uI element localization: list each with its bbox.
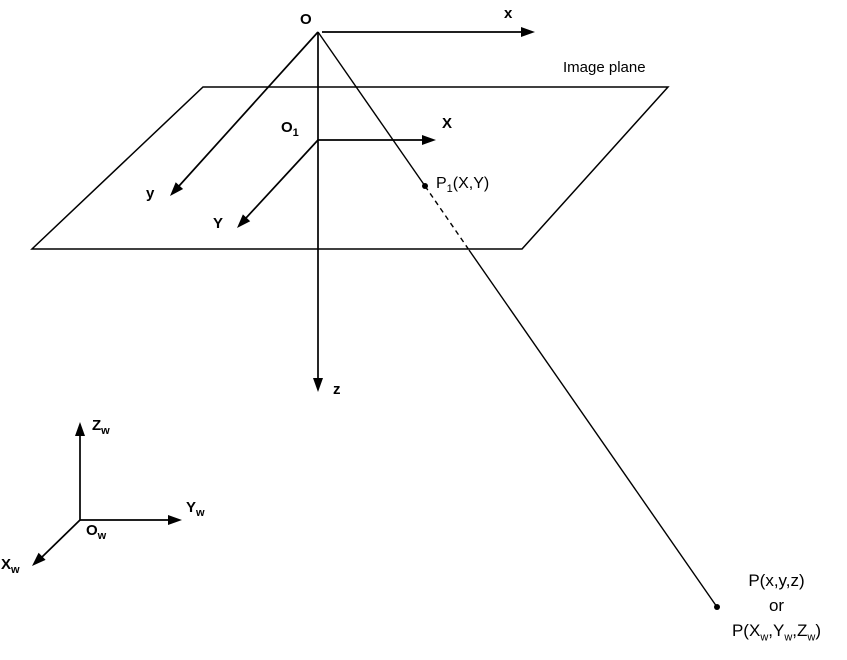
world-point-line3-p1: P(X xyxy=(731,621,761,640)
p1-label-sub: 1 xyxy=(446,183,453,196)
world-z-axis-label: Zw xyxy=(92,417,110,437)
image-x-axis-label: X xyxy=(442,115,453,132)
image-plane-origin-label: O1 xyxy=(281,119,299,139)
p1-point-label: P1(X,Y) xyxy=(436,175,490,196)
world-z-arrowhead xyxy=(75,422,85,436)
camera-z-axis-label: z xyxy=(333,381,341,398)
world-point-label: P(x,y,z) or P(Xw,Yw,Zw) xyxy=(706,568,847,643)
p1-point-marker xyxy=(422,183,428,189)
world-y-sub: w xyxy=(196,507,205,519)
world-x-arrowhead xyxy=(32,552,46,566)
world-origin-label: Ow xyxy=(86,522,107,542)
projection-ray-upper xyxy=(317,31,426,187)
image-plane-origin-main: O xyxy=(281,119,293,136)
world-y-arrowhead xyxy=(168,515,182,525)
camera-y-axis xyxy=(178,31,319,187)
world-origin-sub: w xyxy=(97,530,107,542)
projection-ray-dashed xyxy=(424,185,470,251)
image-plane-outline xyxy=(30,86,670,250)
image-y-axis xyxy=(245,139,319,219)
camera-y-axis-label: y xyxy=(146,185,155,202)
world-origin-main: O xyxy=(86,522,98,539)
world-point-line3: P(Xw,Yw,Zw) xyxy=(706,618,847,643)
camera-z-arrowhead xyxy=(313,378,323,392)
camera-y-arrowhead xyxy=(170,182,184,196)
camera-origin-label: O xyxy=(300,11,312,28)
p1-label-main: P xyxy=(436,175,447,192)
world-x-main: X xyxy=(1,556,12,573)
camera-x-arrowhead xyxy=(521,27,535,37)
world-y-axis-label: Yw xyxy=(186,499,205,519)
world-x-axis-label: Xw xyxy=(1,556,20,576)
world-z-main: Z xyxy=(92,417,102,434)
image-x-arrowhead xyxy=(422,135,436,145)
world-point-line2: or xyxy=(768,596,785,615)
world-z-sub: w xyxy=(101,425,110,437)
image-plane-label: Image plane xyxy=(563,59,646,76)
camera-x-axis-label: x xyxy=(504,5,513,22)
world-point-line3-p3: ,Z xyxy=(792,621,808,640)
world-point-line1: P(x,y,z) xyxy=(748,571,805,590)
world-point-line3-s2: w xyxy=(784,631,793,644)
p-point-marker xyxy=(714,604,720,610)
image-plane-origin-sub: 1 xyxy=(292,127,299,139)
world-point-line3-s3: w xyxy=(807,631,816,644)
world-point-line3-p4: ) xyxy=(815,621,822,640)
world-x-axis xyxy=(41,519,81,558)
world-point-line3-s1: w xyxy=(760,631,769,644)
world-x-sub: w xyxy=(11,564,20,576)
p1-label-args: (X,Y) xyxy=(452,175,490,192)
image-y-arrowhead xyxy=(237,214,251,228)
world-point-line3-p2: ,Y xyxy=(768,621,785,640)
world-y-main: Y xyxy=(186,499,197,516)
projection-ray-lower xyxy=(468,249,718,608)
image-y-axis-label: Y xyxy=(213,215,224,232)
